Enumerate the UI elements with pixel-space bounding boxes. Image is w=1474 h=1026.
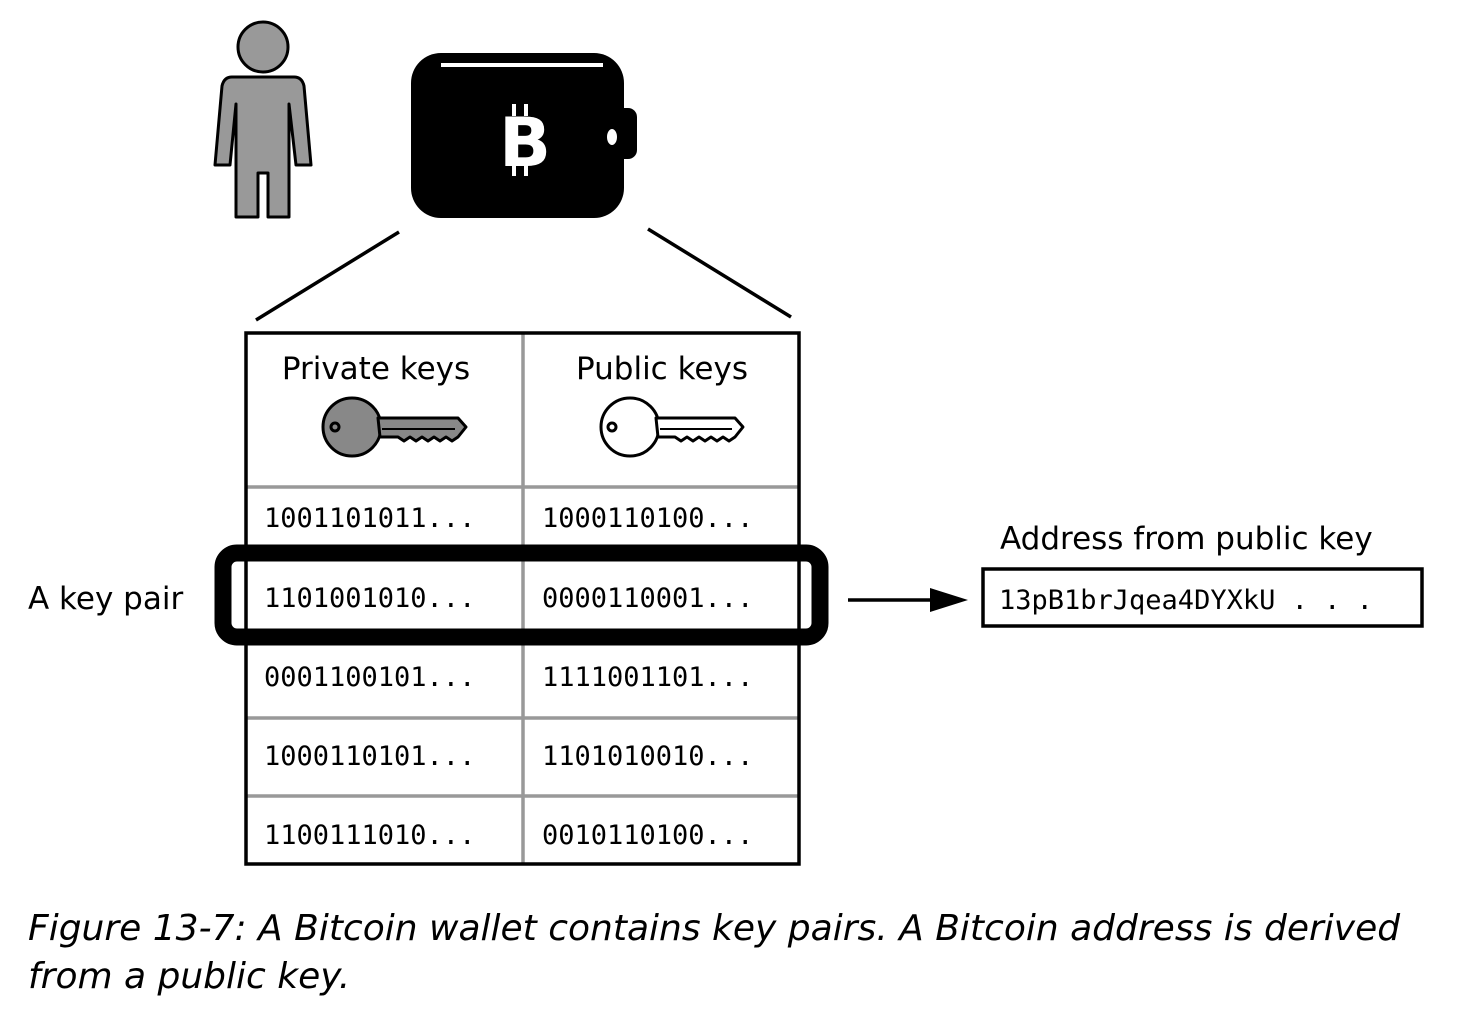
address-value: 13pB1brJqea4DYXkU . . .: [999, 585, 1373, 616]
person-icon: [213, 20, 313, 219]
arrow-icon: [848, 588, 968, 612]
public-key-cell: 0010110100...: [542, 820, 753, 851]
private-keys-header: Private keys: [282, 351, 470, 387]
figure-caption: Figure 13-7: A Bitcoin wallet contains k…: [28, 908, 1401, 997]
public-keys-header: Public keys: [576, 351, 748, 387]
public-key-cell: 1111001101...: [542, 662, 753, 693]
wallet-expand-line-left: [255, 230, 400, 322]
address-label: Address from public key: [1000, 521, 1373, 557]
key-pair-highlight: [214, 544, 829, 646]
address-box: [981, 567, 1424, 628]
private-key-cell: 1101001010...: [264, 583, 475, 614]
private-key-cell: 1001101011...: [264, 503, 475, 534]
key-pair-label: A key pair: [28, 581, 183, 617]
public-key-icon: [599, 396, 745, 458]
wallet-expand-line-right: [647, 227, 792, 319]
key-table-border: [244, 331, 801, 866]
public-key-cell: 1000110100...: [542, 503, 753, 534]
public-key-cell: 0000110001...: [542, 583, 753, 614]
private-key-cell: 1100111010...: [264, 820, 475, 851]
public-key-cell: 1101010010...: [542, 741, 753, 772]
bitcoin-wallet-icon: B: [411, 53, 637, 218]
private-key-cell: 1000110101...: [264, 741, 475, 772]
private-key-cell: 0001100101...: [264, 662, 475, 693]
private-key-icon: [321, 396, 468, 458]
